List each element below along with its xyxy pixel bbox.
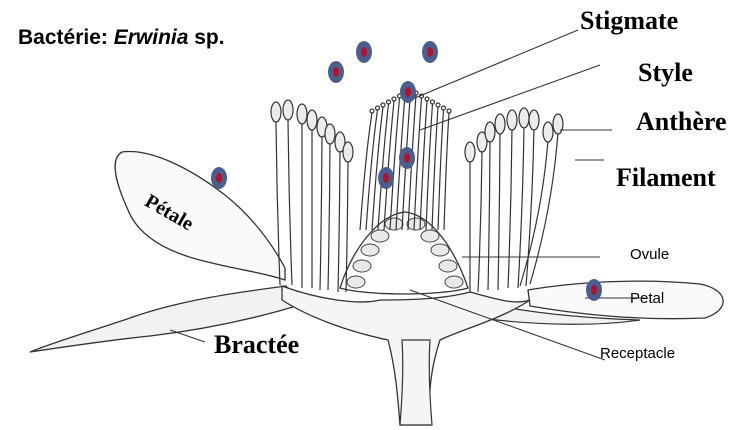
filament-line (288, 118, 292, 285)
stigma-shape (381, 103, 385, 107)
title-genus: Erwinia (114, 26, 189, 49)
filament-line (488, 140, 490, 290)
anther-shape (297, 104, 307, 124)
style-line (384, 101, 394, 230)
petal-left-shape (115, 151, 285, 280)
stigma-shape (447, 109, 451, 113)
anther-shape (325, 124, 335, 144)
filament-line (320, 135, 322, 290)
style-line (426, 104, 433, 230)
stigma-shape (431, 100, 435, 104)
filament-line (328, 142, 330, 290)
label-anther: Anthère (636, 107, 727, 137)
title-prefix: Bactérie: (18, 26, 114, 49)
filament-line (518, 126, 524, 288)
label-filament: Filament (616, 163, 716, 193)
petal-right-shape (528, 281, 723, 319)
filament-line (530, 132, 558, 284)
label-style: Style (638, 58, 693, 88)
label-receptacle: Receptacle (600, 345, 675, 362)
anther-shape (283, 100, 293, 120)
style-line (366, 110, 378, 230)
label-bract: Bractée (214, 330, 299, 360)
stigma-shape (442, 106, 446, 110)
anther-shape (519, 108, 529, 128)
label-ovule: Ovule (630, 246, 669, 263)
bacterium-core (404, 153, 410, 163)
anther-shape (553, 114, 563, 134)
label-petal-en: Petal (630, 290, 664, 307)
bacterium-core (405, 87, 411, 97)
stigma-shape (387, 100, 391, 104)
label-stigma: Stigmate (580, 6, 678, 36)
stigma-shape (376, 106, 380, 110)
stigma-shape (392, 97, 396, 101)
filament-line (338, 150, 340, 292)
filament-line (498, 132, 500, 290)
style-line (372, 107, 383, 230)
bacterium-core (333, 67, 339, 77)
bacterium-core (427, 47, 433, 57)
anther-shape (485, 122, 495, 142)
anther-shape (495, 114, 505, 134)
bacterium-core (591, 285, 597, 295)
stigma-shape (425, 97, 429, 101)
anther-shape (271, 102, 281, 122)
title-suffix: sp. (188, 26, 224, 49)
bacterium-core (361, 47, 367, 57)
anther-shape (343, 142, 353, 162)
bacterium-core (383, 173, 389, 183)
anther-shape (543, 122, 553, 142)
stigma-shape (370, 109, 374, 113)
style-line (378, 104, 389, 230)
anther-shape (529, 110, 539, 130)
bacterium-core (216, 173, 222, 183)
stalk-shape (400, 340, 432, 425)
anther-shape (465, 142, 475, 162)
filament-line (508, 128, 512, 288)
diagram-title: Bactérie: Erwinia sp. (18, 26, 225, 50)
style-line (438, 110, 444, 230)
filament-line (478, 150, 482, 292)
filament-line (520, 140, 548, 286)
anther-shape (307, 110, 317, 130)
anther-shape (507, 110, 517, 130)
style-line (444, 113, 449, 230)
stigma-shape (436, 103, 440, 107)
style-line (390, 98, 400, 230)
style-line (420, 101, 427, 230)
